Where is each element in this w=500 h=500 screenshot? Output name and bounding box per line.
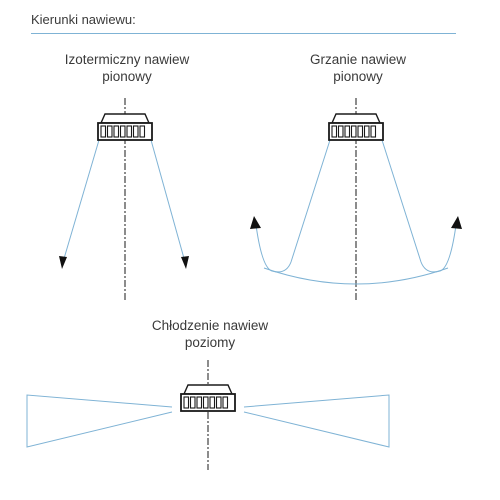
heating-caption: Grzanie nawiew pionowy: [278, 51, 438, 85]
cooling-caption: Chłodzenie nawiew poziomy: [130, 317, 290, 351]
cooling-airflow-left: [26, 394, 173, 448]
heating-airflow-left-inner: [255, 139, 331, 273]
cooling-caption-line1: Chłodzenie nawiew: [151, 318, 269, 333]
cooling-diagram: [26, 360, 390, 470]
isothermal-unit: [97, 113, 153, 141]
isothermal-arrow-right-icon: [181, 256, 189, 269]
header-divider: [31, 33, 456, 34]
heating-caption-line2: pionowy: [333, 69, 383, 84]
heating-unit: [328, 113, 384, 141]
isothermal-caption-line2: pionowy: [102, 69, 152, 84]
heating-arrow-right-icon: [451, 216, 462, 229]
page-title: Kierunki nawiewu:: [31, 12, 136, 27]
isothermal-caption-line1: Izotermiczny nawiew: [64, 52, 190, 67]
isothermal-arrow-left-icon: [59, 256, 67, 269]
heating-airflow-right-inner: [381, 139, 457, 273]
cooling-airflow-right: [243, 394, 390, 448]
isothermal-airflow-left: [62, 139, 100, 263]
isothermal-diagram: [59, 98, 189, 300]
heating-arrow-left-icon: [250, 216, 261, 229]
cooling-unit: [180, 384, 236, 412]
heating-airflow-bottom: [263, 267, 449, 285]
heating-diagram: [250, 98, 462, 300]
cooling-caption-line2: poziomy: [184, 335, 236, 350]
heating-caption-line1: Grzanie nawiew: [309, 52, 407, 67]
isothermal-airflow-right: [150, 139, 186, 263]
isothermal-caption: Izotermiczny nawiew pionowy: [47, 51, 207, 85]
